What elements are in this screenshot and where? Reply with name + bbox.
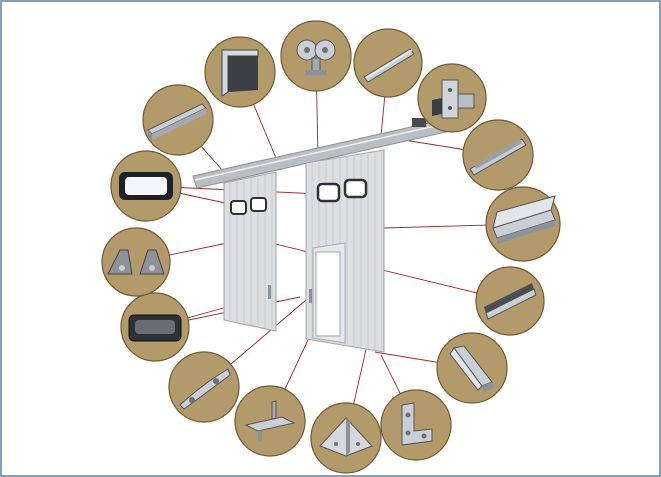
component-circle <box>280 20 352 92</box>
right-handle <box>309 289 312 303</box>
component-wall-bracket <box>204 36 276 108</box>
left-window-2 <box>250 197 267 212</box>
guide-channel-icon <box>492 195 556 244</box>
left-door-leaf <box>223 171 277 332</box>
component-door-handle <box>168 351 240 423</box>
component-circles <box>101 20 561 474</box>
component-angle-plate <box>380 389 452 461</box>
component-recessed-pull <box>120 292 190 362</box>
component-corner-bracket <box>310 402 382 474</box>
component-circle <box>101 227 171 297</box>
right-window-2 <box>343 178 368 199</box>
component-top-cover-profile <box>142 84 214 156</box>
rail-bar-icon <box>363 48 415 83</box>
component-floor-guide-rail <box>436 332 508 404</box>
floor-bracket-icon <box>244 400 296 442</box>
floor-rail-icon <box>449 345 494 392</box>
track-highlight <box>194 123 445 181</box>
cover-profile-icon <box>147 103 207 140</box>
roller-trolley-icon <box>296 39 336 75</box>
recessed-pull-icon <box>128 314 182 342</box>
corner-bracket-icon <box>319 417 373 457</box>
component-observation-window <box>110 150 182 222</box>
window-frame-icon <box>119 172 173 200</box>
track-end-block <box>412 118 426 127</box>
component-top-rail-bar <box>353 28 423 98</box>
edge-strip-icon <box>484 283 537 320</box>
wicket-window <box>315 251 341 337</box>
component-floor-bracket <box>234 385 306 457</box>
left-handle <box>268 285 271 299</box>
angle-plate-icon <box>401 402 433 446</box>
left-window-1 <box>230 200 247 215</box>
component-edge-strip <box>475 266 545 336</box>
bent-bracket-icon <box>221 49 259 97</box>
component-roller-trolley <box>280 20 352 92</box>
handle-icon <box>179 368 231 410</box>
component-track-profile <box>462 119 534 191</box>
seal-profile-icon <box>107 249 165 275</box>
track-profile-icon <box>469 138 527 176</box>
component-track-end-bracket <box>417 63 487 133</box>
right-door-leaf <box>305 149 385 353</box>
component-side-guide-channel <box>485 186 561 262</box>
component-circle <box>380 389 452 461</box>
right-window-1 <box>316 182 341 203</box>
door-assembly <box>192 118 447 353</box>
end-bracket-icon <box>432 79 475 119</box>
component-bottom-seal <box>101 227 171 297</box>
